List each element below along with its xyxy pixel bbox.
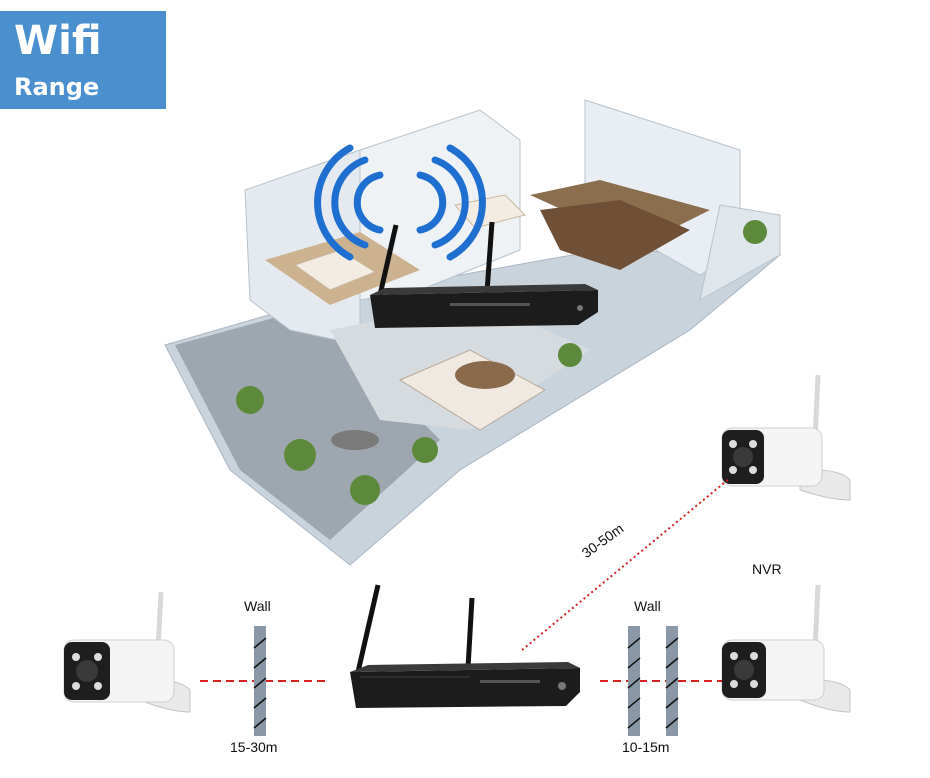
wall-label-right: Wall (634, 598, 661, 614)
badge-title: Wifi (14, 18, 102, 64)
badge-subtitle: Range (14, 73, 100, 101)
right-camera-icon (721, 584, 851, 713)
wifi-range-badge: Wifi Range (0, 11, 166, 109)
wall-label-left: Wall (244, 598, 271, 614)
wall-icon-right-a (627, 626, 641, 736)
range-label-right: 10-15m (622, 739, 670, 755)
wifi-signal-icon (314, 144, 486, 261)
bullet-camera-icon (721, 374, 851, 501)
diagonal-link-line (521, 477, 731, 651)
nvr-label: NVR (752, 561, 782, 577)
range-label-left: 15-30m (230, 739, 278, 755)
nvr-recorder-icon (370, 221, 598, 328)
left-camera-icon (63, 591, 191, 713)
wall-icon-right-b (665, 626, 679, 736)
house-illustration (164, 99, 782, 566)
center-nvr-recorder-icon (350, 584, 580, 708)
wall-icon (253, 626, 267, 736)
